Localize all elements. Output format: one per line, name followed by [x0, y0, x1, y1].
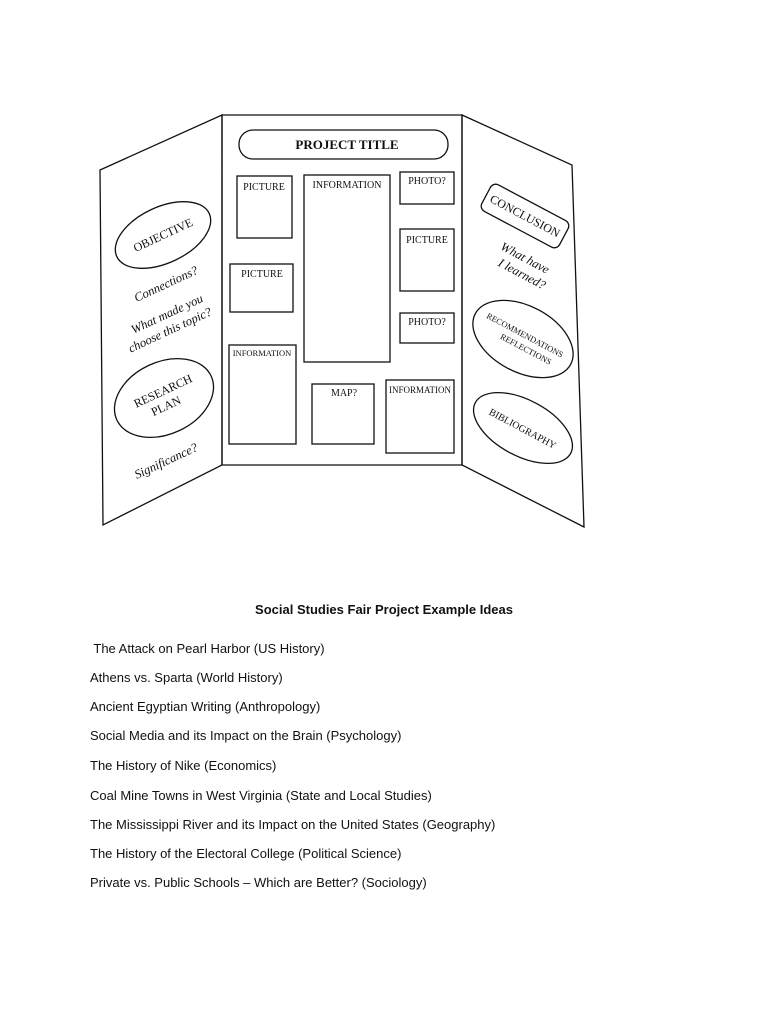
right-panel [461, 113, 585, 529]
list-item: The Attack on Pearl Harbor (US History) [90, 641, 325, 656]
list-item: Social Media and its Impact on the Brain… [90, 728, 402, 743]
project-ideas-section: Social Studies Fair Project Example Idea… [0, 600, 768, 890]
research-plan-oval [113, 358, 215, 438]
list-item: Athens vs. Sparta (World History) [90, 670, 283, 685]
information-box-2 [228, 344, 297, 445]
information-label-1: INFORMATION [313, 180, 382, 191]
information-box-1 [303, 174, 391, 363]
list-item: The Mississippi River and its Impact on … [90, 817, 496, 832]
list-item: Private vs. Public Schools – Which are B… [90, 875, 427, 890]
picture-label-3: PICTURE [241, 269, 283, 280]
picture-box-3 [229, 263, 294, 313]
bibliography-oval [472, 391, 574, 465]
list-item: The History of Nike (Economics) [90, 758, 277, 773]
title-frame [238, 129, 449, 160]
project-title-label: PROJECT TITLE [295, 137, 398, 152]
list-item: Ancient Egyptian Writing (Anthropology) [90, 699, 321, 714]
list-item: The History of the Electoral College (Po… [90, 846, 402, 861]
list-item: Coal Mine Towns in West Virginia (State … [90, 788, 432, 803]
recommendations-oval [472, 299, 574, 379]
picture-label-1: PICTURE [243, 182, 285, 193]
picture-box-1 [236, 175, 293, 239]
map-box [311, 383, 375, 445]
picture-label-2: PICTURE [406, 235, 448, 246]
conclusion-frame [480, 183, 570, 249]
significance-label: Significance? [132, 440, 200, 482]
photo-label-2: PHOTO? [408, 317, 446, 328]
list-title: Social Studies Fair Project Example Idea… [255, 602, 513, 617]
center-panel [221, 114, 463, 466]
objective-oval [114, 201, 212, 269]
information-label-2: INFORMATION [233, 348, 292, 358]
information-box-3 [385, 379, 455, 454]
information-label-3: INFORMATION [389, 385, 452, 395]
map-label: MAP? [331, 388, 358, 399]
photo-box-1 [399, 171, 455, 205]
picture-box-2 [399, 228, 455, 292]
trifold-board-diagram: PROJECT TITLE PICTURE INFORMATION PHOTO?… [99, 113, 585, 529]
photo-label-1: PHOTO? [408, 176, 446, 187]
objective-label: OBJECTIVE [131, 215, 195, 255]
photo-box-2 [399, 312, 455, 344]
